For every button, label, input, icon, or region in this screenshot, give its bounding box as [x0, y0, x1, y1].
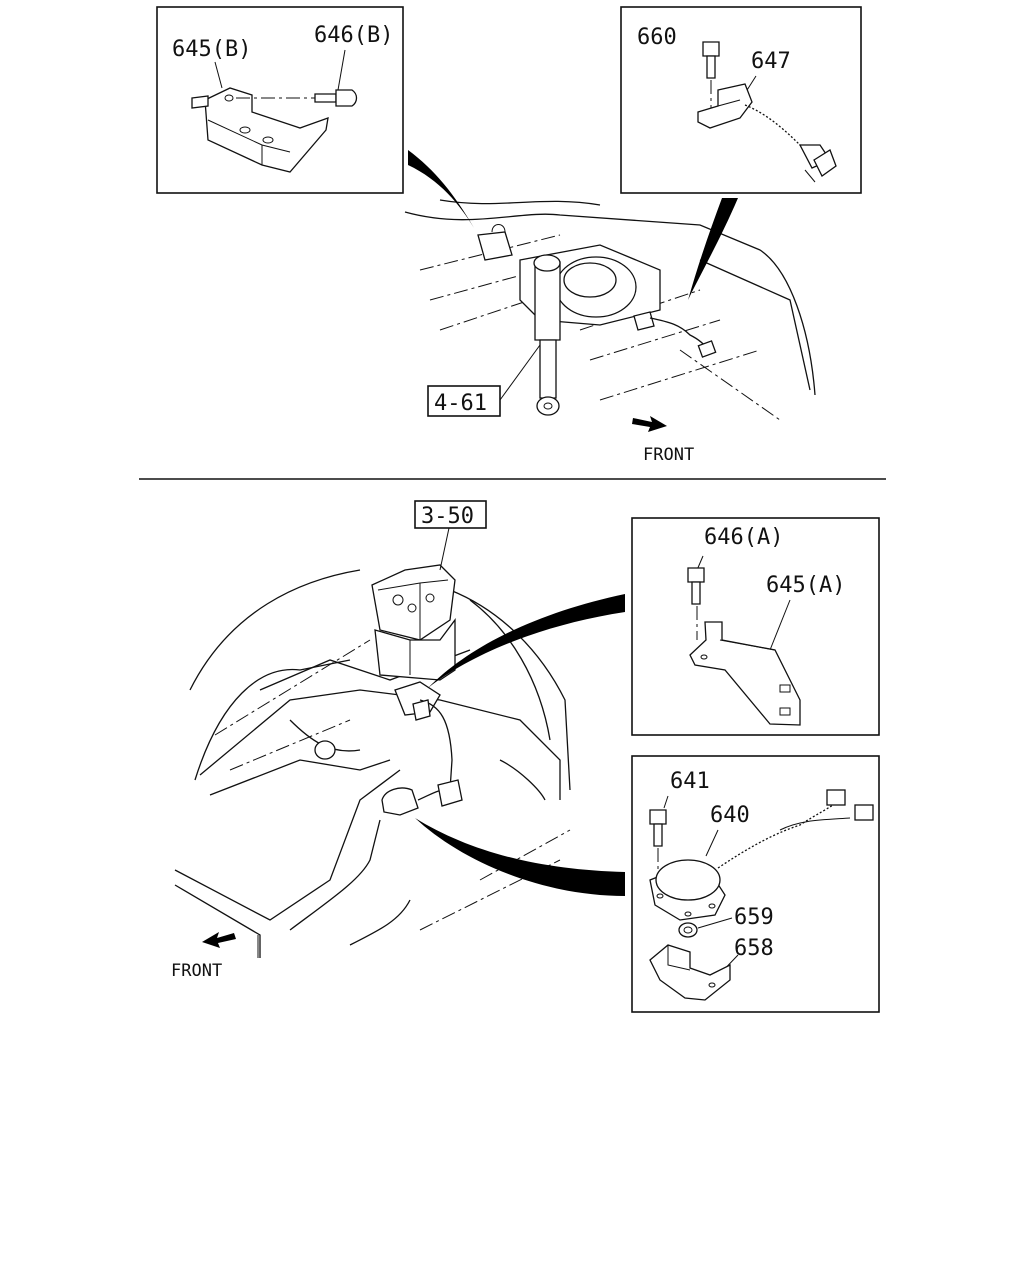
- label-640: 640: [710, 803, 750, 828]
- callout-wedge-right: [688, 198, 738, 300]
- bottom-chassis-drawing: [174, 527, 571, 958]
- label-659: 659: [734, 905, 774, 930]
- front-label-bottom: FRONT: [171, 961, 222, 981]
- top-chassis-drawing: [404, 199, 816, 421]
- front-arrow-icon: [202, 932, 236, 948]
- label-646b: 646(B): [314, 23, 393, 48]
- callout-wedge-lower: [415, 818, 625, 896]
- front-indicator-bottom: FRONT: [171, 932, 236, 981]
- front-indicator-top: FRONT: [632, 416, 694, 465]
- front-label-top: FRONT: [643, 445, 694, 465]
- front-arrow-icon: [632, 416, 667, 432]
- label-641: 641: [670, 769, 710, 794]
- label-658: 658: [734, 936, 774, 961]
- detail-box-640: 641 640 659 658: [631, 755, 880, 1013]
- label-645a: 645(A): [766, 573, 845, 598]
- detail-box-647: 660 647: [620, 6, 862, 194]
- callout-wedge-left: [408, 150, 474, 228]
- detail-box-645b: 645(B) 646(B): [156, 6, 404, 194]
- ref-label-3-50: 3-50: [421, 504, 474, 529]
- label-645b: 645(B): [172, 37, 251, 62]
- label-646a: 646(A): [704, 525, 783, 550]
- ref-label-4-61: 4-61: [434, 391, 487, 416]
- label-660: 660: [637, 25, 677, 50]
- detail-box-645a: 646(A) 645(A): [631, 517, 880, 736]
- ref-box-4-61: 4-61: [427, 385, 501, 417]
- ref-box-3-50: 3-50: [414, 500, 487, 529]
- label-647: 647: [751, 49, 791, 74]
- callout-wedge-upper: [428, 594, 625, 688]
